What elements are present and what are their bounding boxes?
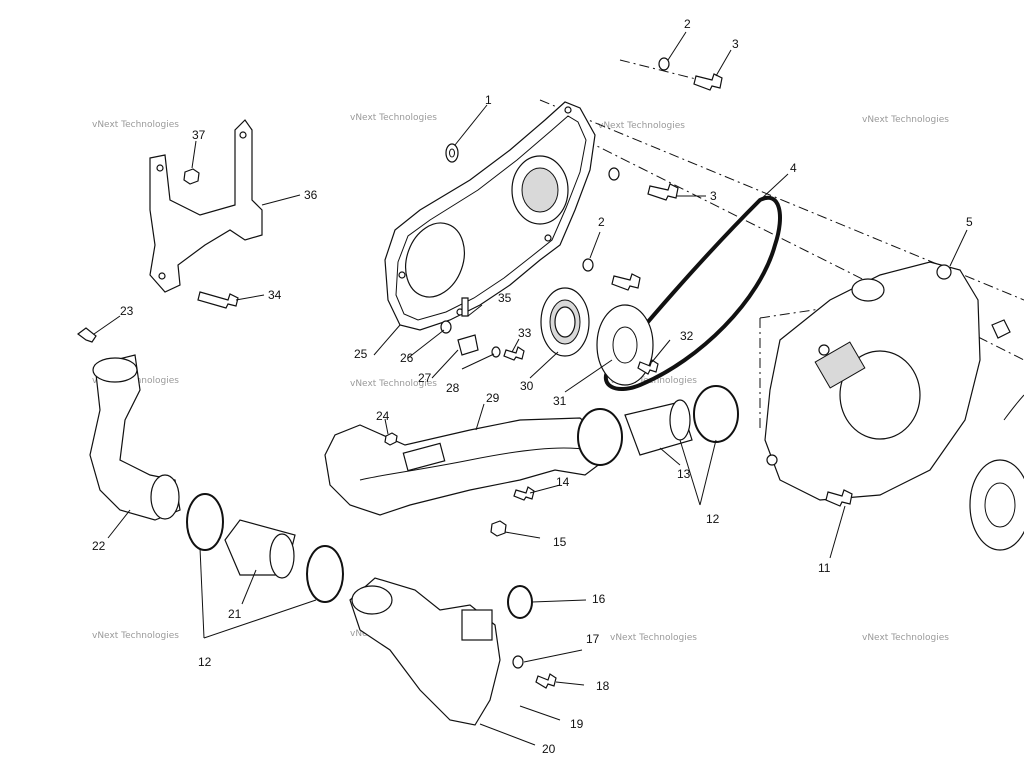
duct-20 xyxy=(349,577,501,726)
bolt-33 xyxy=(503,346,525,361)
label-12: 12 xyxy=(198,655,212,669)
label-23: 23 xyxy=(120,304,134,318)
washer-1 xyxy=(445,143,459,163)
bolt-23 xyxy=(77,327,97,343)
washer-2-upper xyxy=(658,57,670,71)
label-3: 3 xyxy=(732,37,739,51)
screw-35 xyxy=(461,297,469,317)
label-36: 36 xyxy=(304,188,318,202)
bracket-28 xyxy=(457,334,479,356)
watermark: vNext Technologies xyxy=(92,120,179,130)
clip xyxy=(991,319,1011,339)
drive-belt-4 xyxy=(604,195,782,391)
bolt-18 xyxy=(535,673,557,689)
label-22: 22 xyxy=(92,539,106,553)
label-20: 20 xyxy=(542,742,556,756)
label-26: 26 xyxy=(400,351,414,365)
duct-29 xyxy=(324,417,606,516)
label-35: 35 xyxy=(498,291,512,305)
label-25: 25 xyxy=(354,347,368,361)
label-1: 1 xyxy=(485,93,492,107)
intake-22 xyxy=(89,354,181,521)
clamps-12-lower xyxy=(186,493,344,603)
label-4: 4 xyxy=(790,161,797,175)
boot-13 xyxy=(624,399,693,456)
label-17: 17 xyxy=(586,632,600,646)
seal-30 xyxy=(540,287,590,357)
label-31: 31 xyxy=(553,394,567,408)
label-16: 16 xyxy=(592,592,606,606)
plate-31 xyxy=(596,304,654,386)
label-27: 27 xyxy=(418,371,432,385)
label-37: 37 xyxy=(192,128,206,142)
washer-2-right xyxy=(608,167,620,181)
nut-15 xyxy=(490,520,507,537)
watermark: vNext Technologies xyxy=(610,633,697,643)
watermark: vNext Technologies xyxy=(862,633,949,643)
label-2: 2 xyxy=(684,17,691,31)
label-2: 2 xyxy=(598,215,605,229)
label-29: 29 xyxy=(486,391,500,405)
label-15: 15 xyxy=(553,535,567,549)
label-14: 14 xyxy=(556,475,570,489)
bolt-11 xyxy=(825,489,853,507)
boot-21 xyxy=(224,519,296,579)
watermark: vNext Technologies xyxy=(92,631,179,641)
inner-cover-5 xyxy=(764,261,981,501)
label-28: 28 xyxy=(446,381,460,395)
bolt-32 xyxy=(637,359,659,375)
label-3: 3 xyxy=(710,189,717,203)
washer-2-lower xyxy=(582,258,594,272)
bolt-3-middle xyxy=(647,183,679,201)
nut-24 xyxy=(384,432,398,446)
watermark: vNext Technologies xyxy=(350,379,437,389)
label-18: 18 xyxy=(596,679,610,693)
bolt-3-lower xyxy=(611,273,641,291)
watermark: vNext Technologies xyxy=(350,113,437,123)
washer-27 xyxy=(491,346,501,358)
washer-17 xyxy=(512,655,524,669)
label-24: 24 xyxy=(376,409,390,423)
cover-25 xyxy=(384,101,596,331)
label-19: 19 xyxy=(570,717,584,731)
label-11: 11 xyxy=(818,561,831,575)
bolt-3-top xyxy=(693,73,723,91)
label-32: 32 xyxy=(680,329,694,343)
clamps-12-upper xyxy=(577,385,739,466)
label-33: 33 xyxy=(518,326,532,340)
clamp-16 xyxy=(507,585,533,619)
watermark: vNext Technologies xyxy=(862,115,949,125)
screw-14 xyxy=(513,486,535,501)
label-13: 13 xyxy=(677,467,691,481)
label-12: 12 xyxy=(706,512,720,526)
bracket-36 xyxy=(149,119,263,293)
label-5: 5 xyxy=(966,215,973,229)
leader-lines xyxy=(93,31,968,746)
label-34: 34 xyxy=(268,288,282,302)
seal-ring xyxy=(969,459,1024,551)
label-30: 30 xyxy=(520,379,534,393)
label-21: 21 xyxy=(228,607,242,621)
bolt-34 xyxy=(197,291,239,309)
part-labels: 1 2 2 3 3 4 5 11 12 12 13 14 15 16 17 18… xyxy=(92,17,973,756)
watermark: vNext Technologies xyxy=(598,121,685,131)
